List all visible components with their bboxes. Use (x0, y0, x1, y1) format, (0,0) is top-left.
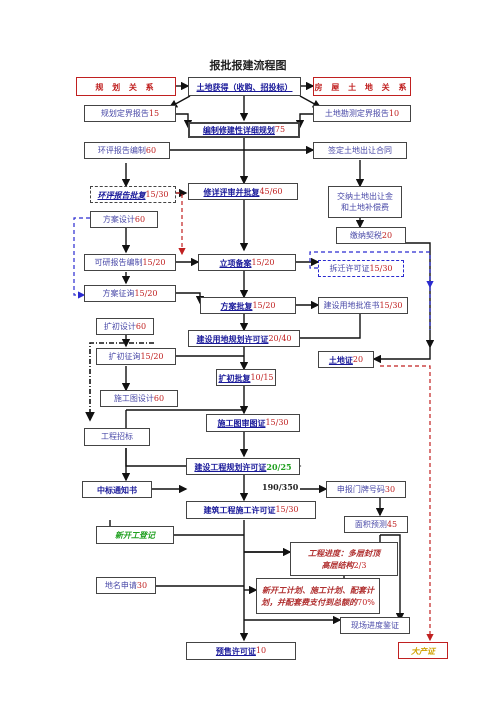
node-progress-topping: 工程进度：多层封顶 高层结构2/3 (290, 542, 398, 576)
node-land-contract: 签定土地出让合同 (313, 142, 407, 159)
node-project-tender: 工程招标 (84, 428, 150, 446)
node-property-certificate: 大产证 (398, 642, 448, 659)
header-land-acquisition: 土地获得（收购、招投标） (188, 77, 301, 96)
header-property: 房 屋 土 地 关 系 (313, 77, 411, 96)
node-new-start-registration: 新开工登记 (96, 526, 174, 544)
page-title: 报批报建流程图 (209, 59, 287, 72)
total-days-label: 190/350 (262, 482, 299, 492)
node-new-start-plan: 新开工计划、施工计划、配套计 划，并配套费支付到总额的70% (256, 578, 380, 614)
node-site-progress-verification: 现场进度鉴证 (340, 617, 410, 634)
node-land-fee-payment: 交纳土地出让金 和土地补偿费 (328, 186, 402, 218)
header-planning: 规 划 关 系 (76, 77, 176, 96)
node-bid-award-notice: 中标通知书 (82, 481, 152, 498)
